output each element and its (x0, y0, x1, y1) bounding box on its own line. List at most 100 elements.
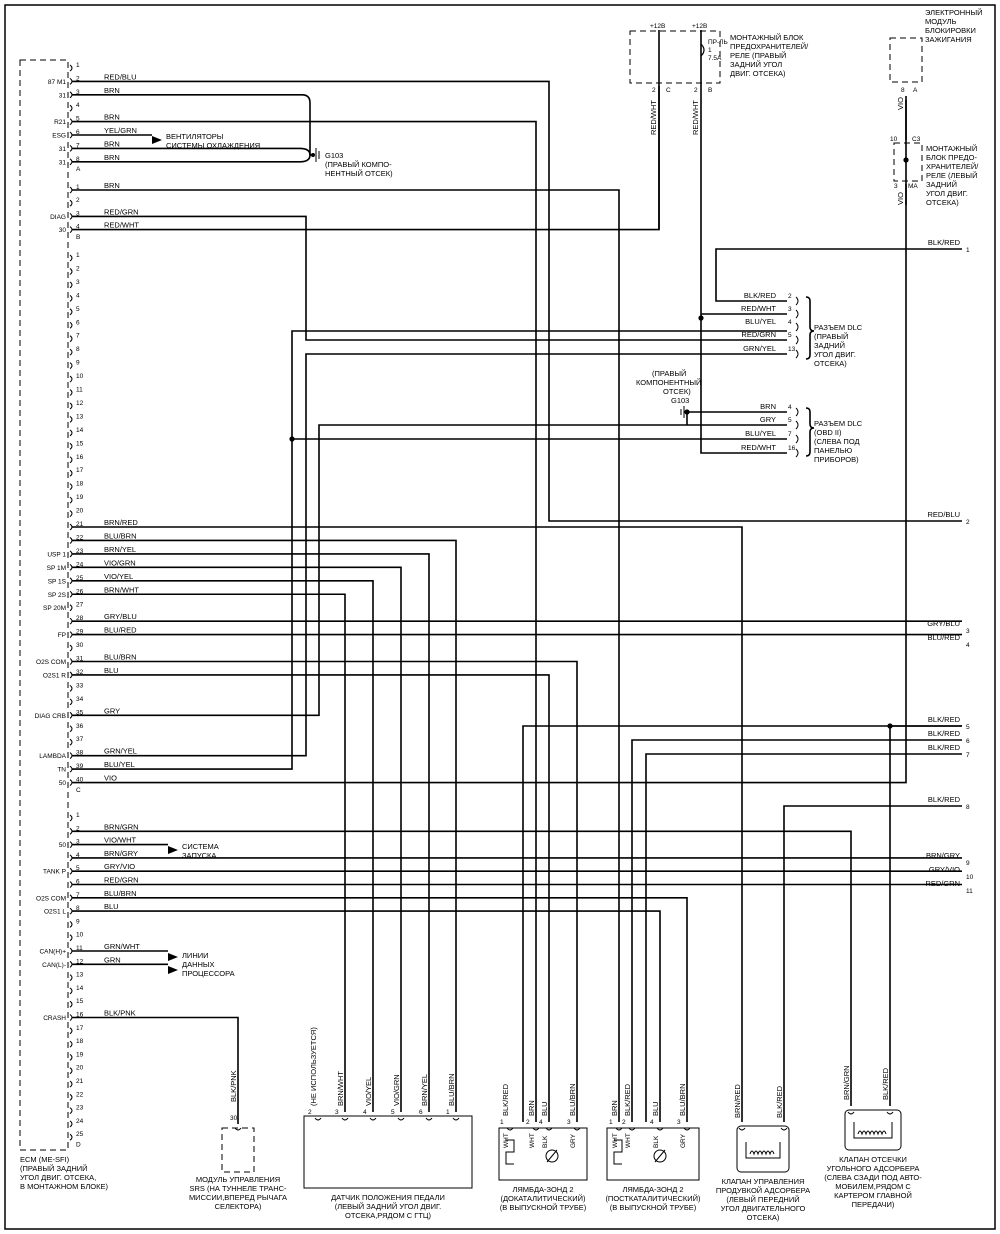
ecm-connector_a-pin-6-label: ESG (52, 133, 66, 140)
ecm-connector_b-pin-3-wire: RED/GRN (104, 207, 139, 216)
ecm-connector_d-pin-4-chevron (69, 854, 73, 862)
dlc-title-3: ЗАДНИЙ (814, 341, 845, 350)
o2-pre-title-1: ЛЯМБДА-ЗОНД 2 (512, 1185, 573, 1194)
ecm-connector_c-pin-20: 20 (76, 508, 84, 515)
dlc-pin-2: 2 (788, 293, 792, 300)
ecm-connector_d-pin-23: 23 (76, 1105, 84, 1112)
ecm-connector_c-pin-25-wire: VIO/YEL (104, 572, 133, 581)
ecm-connector_a-pin-8-wire: BRN (104, 153, 120, 162)
o2-post-sensor-icon (653, 1149, 667, 1163)
pedal-pin-2: 2 (308, 1109, 312, 1116)
shutoff-pin-1-chevron (847, 1111, 855, 1115)
dlc-pin-13-wire: GRN/YEL (743, 344, 776, 353)
ecm-connector_d-pin-4-wire: BRN/GRY (104, 849, 138, 858)
wire-c31-blu-brn (72, 660, 578, 1122)
relay-title-2: БЛОК ПРЕДО- (926, 153, 977, 162)
ecm-connector_c-pin-16: 16 (76, 454, 84, 461)
ecm-connector_c-pin-2: 2 (76, 265, 80, 272)
ecm-connector_c-pin-14: 14 (76, 427, 84, 434)
ecm-connector_c-pin-34: 34 (76, 696, 84, 703)
ecm-connector_d-pin-19-chevron (69, 1054, 73, 1061)
ecm-connector_c-pin-23-label: USP 1 (47, 551, 66, 558)
obd-pin-7-chevron (795, 434, 799, 444)
dlc-pin-4: 4 (788, 319, 792, 326)
shutoff-valve-box (844, 1109, 902, 1151)
wire-ref6-blk-red (631, 739, 962, 1122)
ecm-connector_d-pin-16-label: CRASH (43, 1015, 66, 1022)
ecm-connector_a-pin-8: 8 (76, 156, 80, 163)
ecm-connector_d-pin-5-label: TANK P (43, 869, 66, 876)
ecm-connector_d-pin-3-wire: VIO/WHT (104, 836, 136, 845)
wire-c25-vio-yel (72, 580, 374, 1112)
ecm-connector_b-pin-1-wire: BRN (104, 181, 120, 190)
immo-title-2: МОДУЛЬ (925, 17, 957, 26)
ecm-connector_c-pin-31-chevron (69, 658, 73, 665)
ecm-connector_c-pin-31-label: O2S COM (36, 659, 66, 666)
ecm-connector_b-pin-3-chevron (69, 213, 73, 220)
ecm-connector_d-pin-5: 5 (76, 865, 80, 872)
wire-b4-red-wht (72, 86, 660, 231)
ecm-connector_c-pin-37-chevron (69, 738, 73, 746)
dlc-pin-13: 13 (788, 346, 796, 353)
ecm-connector_c-pin-10: 10 (76, 373, 84, 380)
fuse-plus12-b: +12В (692, 23, 707, 30)
ecm-connector_d-pin-18: 18 (76, 1038, 84, 1045)
fuse-pin-c: 2 (652, 87, 656, 94)
pedal-pin-1-chevron (452, 1117, 460, 1121)
ecm-title-3: УГОЛ ДВИГ. ОТСЕКА, (20, 1173, 96, 1182)
ecm-connector_c-pin-4-chevron (69, 294, 73, 302)
purge-title-5: ОТСЕКА) (747, 1213, 780, 1222)
pedal-pin-6-chevron (425, 1117, 433, 1121)
ecm-connector_c-pin-35-wire: GRY (104, 706, 120, 715)
ecm-connector_d-pin-16-chevron (69, 1014, 73, 1021)
shutoff-title-4: МОБИЛЕМ,РЯДОМ С (835, 1182, 911, 1191)
ecm-connector_c-pin-28-chevron (69, 617, 73, 625)
ecm-connector_c-pin-32: 32 (76, 669, 84, 676)
ecm-connector_c-pin-29: 29 (76, 629, 84, 636)
wire-a7-brn (72, 147, 311, 156)
ecm-connector_c-pin-13-chevron (69, 416, 73, 423)
ecm-connector_c-pin-35-label: DIAG CRB (35, 713, 66, 720)
ecm-connector_d-pin-12-chevron (69, 960, 73, 968)
shutoff-title-2: УГОЛЬНОГО АДСОРБЕРА (827, 1164, 920, 1173)
ecm-connector_c-pin-39-wire: BLU/YEL (104, 760, 135, 769)
pedal-pin-3-chevron (341, 1117, 349, 1121)
pedal-pin-4: 4 (363, 1109, 367, 1116)
wires (72, 80, 962, 1131)
dlc-pin-2-wire: BLK/RED (744, 291, 777, 300)
pedal-pin-5-chevron (397, 1117, 405, 1121)
ref-3-number: 3 (966, 628, 970, 635)
ecm-connector_d-pin-12-wire: GRN (104, 955, 121, 964)
wire-d8-blu (72, 910, 661, 1122)
ecm-connector_c-pin-34-chevron (69, 698, 73, 706)
o2-pre-pin-2-chevron (532, 1127, 540, 1131)
node-relay (903, 157, 909, 163)
node-ref5 (887, 723, 893, 729)
ecm-connector_c-pin-29-label: FP (58, 632, 66, 639)
obd-pin-5: 5 (788, 417, 792, 424)
o2-pre-title-3: (В ВЫПУСКНОЙ ТРУБЕ) (500, 1203, 587, 1212)
pedal-pin-3-wire: BRN/WHT (336, 1071, 345, 1106)
dlc-pin-3-wire: RED/WHT (741, 304, 776, 313)
purge-pin-2-chevron (780, 1127, 788, 1131)
o2-pre-pin-2-wire: BRN (527, 1100, 536, 1116)
fuse-block-title-5: ДВИГ. ОТСЕКА) (730, 69, 786, 78)
o2-pre-pin-2-inner: WHT (529, 1133, 536, 1148)
relay-conn-bot: MA (908, 183, 918, 190)
ecm-connector_c-pin-25-label: SP 1S (48, 578, 67, 585)
o2-post-pin-3-wire: BLU/BRN (678, 1083, 687, 1116)
obd-pin-7: 7 (788, 431, 792, 438)
obd-title-3: (СЛЕВА ПОД (814, 437, 860, 446)
o2-post-pin-2-wire: BLK/RED (623, 1083, 632, 1116)
ref-4-wire: BLU/RED (927, 633, 960, 642)
ecm-connector_c-pin-29-chevron (69, 631, 73, 638)
ecm-connector_d-pin-22-chevron (69, 1093, 73, 1101)
fuse-block-title-1: МОНТАЖНЫЙ БЛОК (730, 33, 804, 42)
fuse-block-title-3: РЕЛЕ (ПРАВЫЙ (730, 51, 786, 60)
ecm-connector_c-pin-24-label: SP 1M (47, 565, 66, 572)
o2-post-pin-1-chevron (615, 1127, 623, 1131)
ecm-connector_b-pin-3-label: DIAG (50, 214, 66, 221)
obd-title-5: ПРИБОРОВ) (814, 455, 859, 464)
ecm-connector_a-pin-7-chevron (69, 145, 73, 152)
ecm-connector_d-pin-1-chevron (69, 814, 73, 822)
